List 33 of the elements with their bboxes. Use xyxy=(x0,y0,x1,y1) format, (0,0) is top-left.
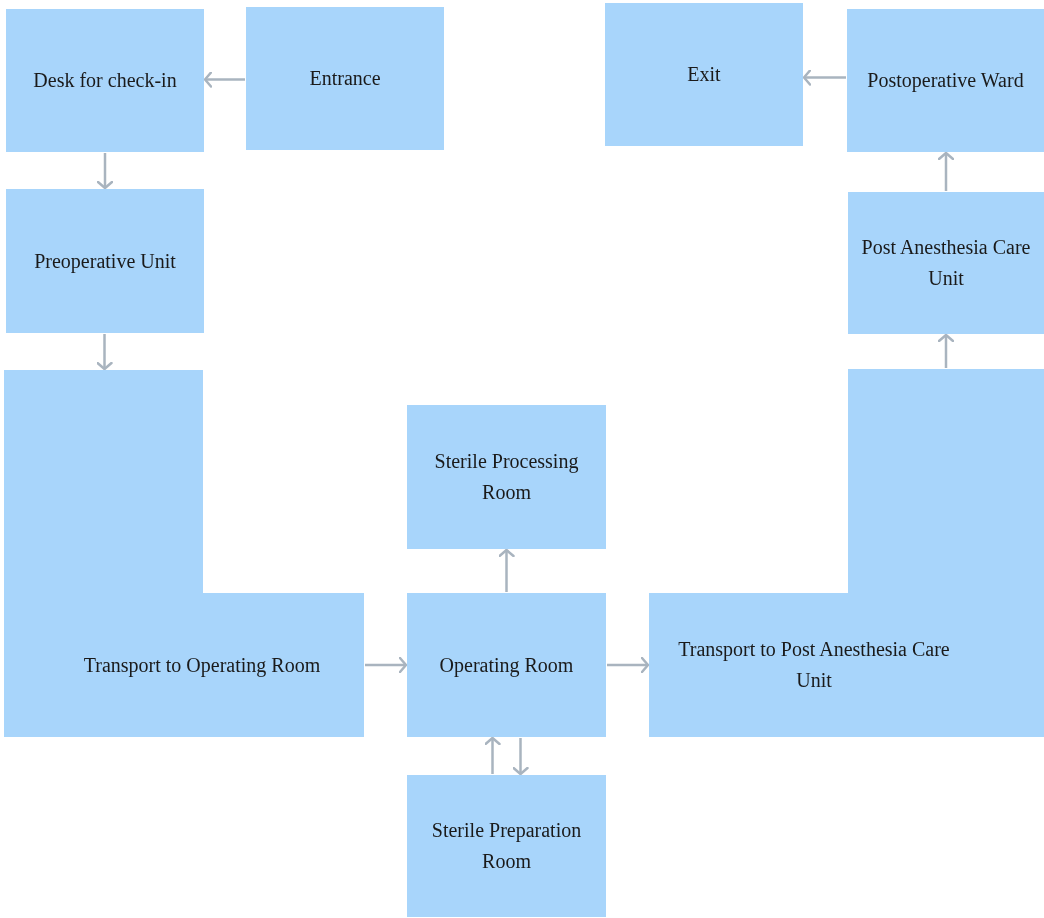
room-label: Transport to Post Anesthesia Care Unit xyxy=(677,637,951,693)
room-label: Sterile Preparation Room xyxy=(430,818,583,874)
arrow xyxy=(512,738,529,776)
arrow xyxy=(802,69,846,86)
arrow xyxy=(203,71,245,88)
arrow xyxy=(607,656,650,674)
room-label: Operating Room xyxy=(439,652,574,679)
room-block xyxy=(6,189,204,333)
arrow xyxy=(365,656,408,674)
room-label: Post Anesthesia Care Unit xyxy=(860,235,1032,291)
room-label: Preoperative Unit xyxy=(34,248,176,275)
room-block xyxy=(407,593,606,737)
room-label: Desk for check-in xyxy=(33,68,177,93)
room-block xyxy=(6,9,204,152)
arrow xyxy=(937,151,955,191)
room-label: Exit xyxy=(687,62,721,87)
room-block xyxy=(848,192,1044,334)
room-label: Transport to Operating Room xyxy=(83,652,321,679)
room-block xyxy=(847,9,1044,152)
room-block xyxy=(246,7,444,150)
room-label: Postoperative Ward xyxy=(867,68,1024,94)
room-block xyxy=(407,775,606,917)
arrow xyxy=(96,334,113,371)
room-label: Sterile Processing Room xyxy=(433,449,580,505)
arrow xyxy=(96,153,114,190)
room-block xyxy=(4,370,364,737)
arrow xyxy=(498,548,515,592)
arrow xyxy=(937,333,955,368)
room-block xyxy=(649,369,1044,737)
room-label: Entrance xyxy=(309,66,381,91)
arrow xyxy=(484,736,501,774)
room-block xyxy=(605,3,803,146)
room-block xyxy=(407,405,606,549)
